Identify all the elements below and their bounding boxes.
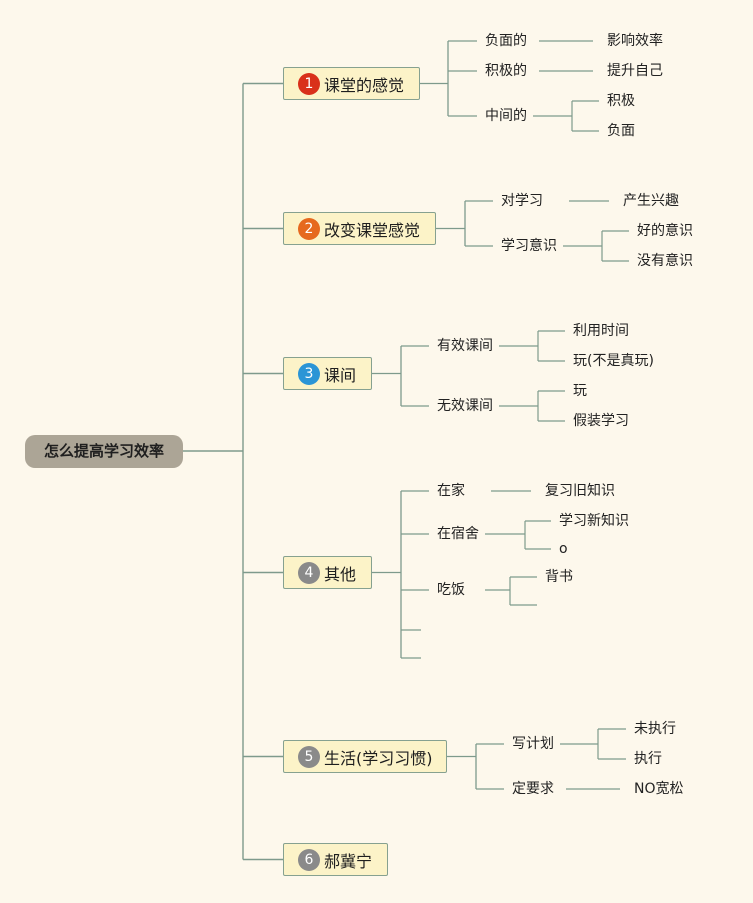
topic-label: 课间: [324, 365, 357, 385]
detail-label[interactable]: 玩: [573, 383, 587, 399]
subtopic-label[interactable]: 吃饭: [437, 582, 465, 598]
detail-label[interactable]: 产生兴趣: [623, 193, 679, 209]
subtopic-label[interactable]: 有效课间: [437, 338, 493, 354]
number-badge-icon: 6: [298, 848, 320, 871]
subtopic-label[interactable]: 学习意识: [501, 238, 557, 254]
detail-label[interactable]: 负面: [607, 123, 635, 139]
subtopic-label[interactable]: 无效课间: [437, 398, 493, 414]
detail-label[interactable]: 复习旧知识: [545, 483, 615, 499]
subtopic-label[interactable]: 定要求: [512, 781, 554, 797]
subtopic-label[interactable]: 积极的: [485, 63, 527, 79]
detail-label[interactable]: 未执行: [634, 721, 676, 737]
subtopic-label[interactable]: 写计划: [512, 736, 554, 752]
topic-label: 郝冀宁: [324, 851, 373, 871]
detail-label[interactable]: 影响效率: [607, 33, 663, 49]
detail-label[interactable]: 积极: [607, 93, 635, 109]
detail-label[interactable]: 玩(不是真玩): [573, 353, 654, 369]
detail-label[interactable]: NO宽松: [634, 781, 684, 797]
subtopic-label[interactable]: 对学习: [501, 193, 543, 209]
number-badge-icon: 3: [298, 362, 320, 385]
detail-label[interactable]: 好的意识: [637, 223, 693, 239]
subtopic-label[interactable]: 在家: [437, 483, 465, 499]
detail-label[interactable]: o: [559, 541, 568, 557]
topic-label: 改变课堂感觉: [324, 220, 421, 240]
topic-label: 其他: [324, 564, 357, 584]
detail-label[interactable]: 学习新知识: [559, 513, 629, 529]
number-badge-icon: 5: [298, 745, 320, 768]
number-badge-icon: 2: [298, 217, 320, 240]
number-badge-icon: 1: [298, 72, 320, 95]
topic-label: 课堂的感觉: [324, 75, 405, 95]
detail-label[interactable]: 利用时间: [573, 323, 629, 339]
detail-label[interactable]: 背书: [545, 569, 573, 585]
detail-label[interactable]: 假装学习: [573, 413, 629, 429]
topic-label: 生活(学习习惯): [324, 748, 433, 768]
subtopic-label[interactable]: 负面的: [485, 33, 527, 49]
subtopic-label[interactable]: 中间的: [485, 108, 527, 124]
detail-label[interactable]: 没有意识: [637, 253, 693, 269]
detail-label[interactable]: 提升自己: [607, 63, 663, 79]
subtopic-label[interactable]: 在宿舍: [437, 526, 479, 542]
detail-label[interactable]: 执行: [634, 751, 662, 767]
root-node[interactable]: 怎么提高学习效率: [25, 435, 183, 468]
number-badge-icon: 4: [298, 561, 320, 584]
